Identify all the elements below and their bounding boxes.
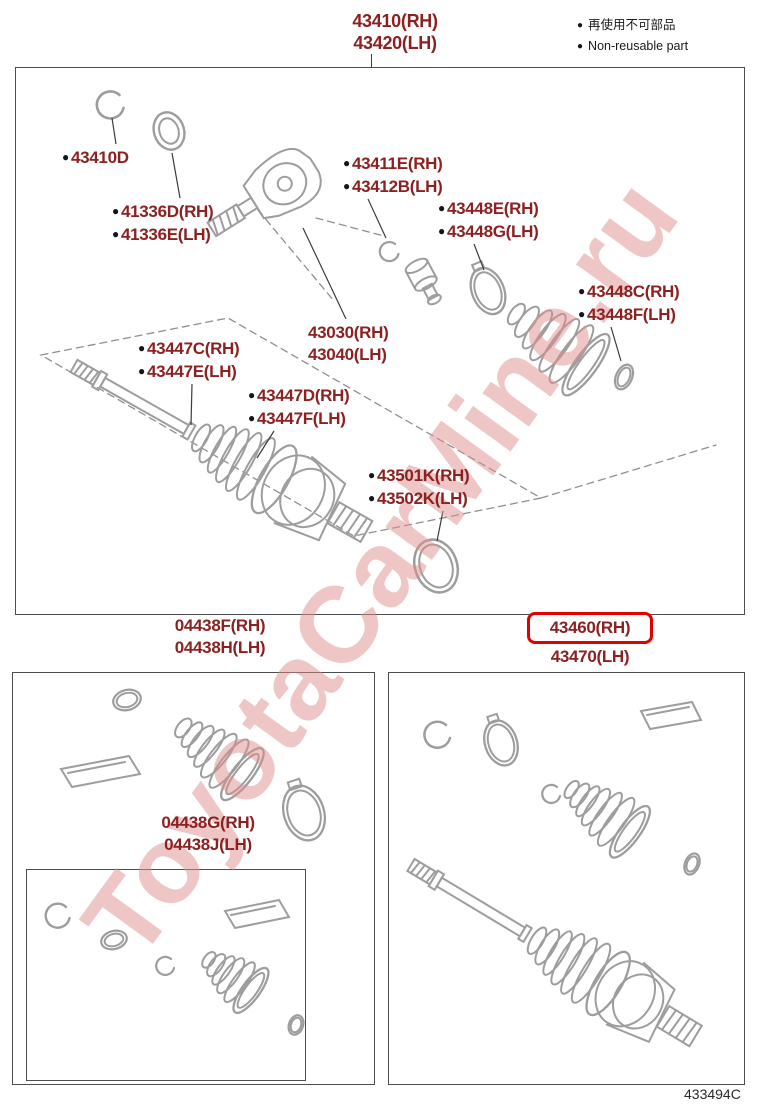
- part-label-43501: ●43501K(RH) ●43502K(LH): [368, 466, 470, 508]
- legend-line-jp: ●再使用不可部品: [577, 18, 676, 32]
- title-line-lh: 43420(LH): [353, 33, 437, 53]
- snap-ring-art: [155, 955, 176, 977]
- boot-kit-art: [44, 688, 327, 1036]
- circlip-art: [423, 720, 452, 749]
- title-line-rh: 43410(RH): [352, 11, 438, 31]
- diagram-code: 433494C: [684, 1086, 741, 1102]
- boot-clamp-art: [469, 260, 507, 316]
- boot-art: [563, 779, 651, 859]
- part-label-43411: ●43411E(RH) ●43412B(LH): [343, 154, 443, 196]
- dashed-guide-lines: [39, 209, 717, 537]
- non-reusable-legend: ●再使用不可部品 ●Non-reusable part: [577, 15, 688, 57]
- part-label-43410d: ●43410D: [62, 148, 129, 167]
- selected-part-highlight: 43460(RH): [527, 612, 653, 644]
- non-reusable-dot-icon: ●: [138, 364, 145, 378]
- part-label-43448eg: ●43448E(RH) ●43448G(LH): [438, 199, 539, 241]
- driveshaft-panel-art: [406, 700, 704, 1048]
- clamp-art: [112, 688, 142, 712]
- seal-ring-art: [152, 111, 186, 151]
- non-reusable-dot-icon: ●: [438, 224, 445, 238]
- non-reusable-dot-icon: ●: [578, 284, 585, 298]
- non-reusable-dot-icon: ●: [577, 41, 584, 52]
- small-clamp-art: [287, 1014, 305, 1036]
- band-clamp-art: [281, 777, 327, 842]
- part-label-43447ce: ●43447C(RH) ●43447E(LH): [138, 339, 240, 381]
- band-clamp-art: [483, 712, 519, 767]
- assembly-part-number-title: 43410(RH) 43420(LH): [320, 10, 470, 54]
- non-reusable-dot-icon: ●: [248, 411, 255, 425]
- leader-lines: [111, 117, 622, 542]
- driveshaft-panel: [388, 672, 745, 1085]
- boot-kit-panel: [12, 672, 375, 1085]
- inner-joint-art: [206, 147, 322, 238]
- boot-art: [201, 950, 270, 1015]
- boot-art: [174, 717, 265, 802]
- non-reusable-dot-icon: ●: [343, 156, 350, 170]
- retaining-ring-art: [412, 538, 460, 594]
- clamp-art: [100, 929, 128, 951]
- non-reusable-dot-icon: ●: [112, 204, 119, 218]
- driveshaft-art: [69, 358, 374, 544]
- part-label-43448cf: ●43448C(RH) ●43448F(LH): [578, 282, 680, 324]
- grease-pack-art: [59, 754, 142, 789]
- small-clamp-art: [613, 363, 635, 391]
- driveshaft-art: [406, 857, 704, 1048]
- snap-ring-art: [541, 783, 562, 805]
- circlip-art: [95, 90, 125, 120]
- part-label-43460: 43460(RH): [549, 618, 631, 637]
- non-reusable-dot-icon: ●: [343, 179, 350, 193]
- non-reusable-dot-icon: ●: [368, 468, 375, 482]
- title-leader-line: [371, 54, 373, 67]
- non-reusable-dot-icon: ●: [577, 20, 584, 31]
- non-reusable-dot-icon: ●: [368, 491, 375, 505]
- part-label-43030: 43030(RH) 43040(LH): [308, 323, 389, 364]
- main-diagram-art: [39, 90, 717, 594]
- part-label-41336: ●41336D(RH) ●41336E(LH): [112, 202, 214, 244]
- non-reusable-dot-icon: ●: [62, 150, 69, 164]
- legend-line-en: ●Non-reusable part: [577, 39, 689, 53]
- inboard-boot-art: [506, 302, 611, 397]
- part-label-04438gj: 04438G(RH) 04438J(LH): [161, 813, 255, 854]
- non-reusable-dot-icon: ●: [138, 341, 145, 355]
- inner-boot-kit-panel: [26, 869, 306, 1081]
- small-clamp-art: [683, 852, 701, 876]
- non-reusable-dot-icon: ●: [248, 388, 255, 402]
- non-reusable-dot-icon: ●: [438, 201, 445, 215]
- grease-pack-art: [223, 898, 291, 930]
- main-diagram-panel: [15, 67, 745, 615]
- non-reusable-dot-icon: ●: [578, 307, 585, 321]
- part-label-04438fh: 04438F(RH) 04438H(LH): [174, 616, 266, 657]
- part-label-43447df: ●43447D(RH) ●43447F(LH): [248, 386, 350, 428]
- tripod-art: [404, 257, 442, 306]
- grease-pack-art: [639, 700, 703, 731]
- non-reusable-dot-icon: ●: [112, 227, 119, 241]
- part-label-43470: 43470(LH): [550, 647, 630, 666]
- snap-ring-art: [378, 241, 400, 263]
- circlip-art: [44, 902, 71, 929]
